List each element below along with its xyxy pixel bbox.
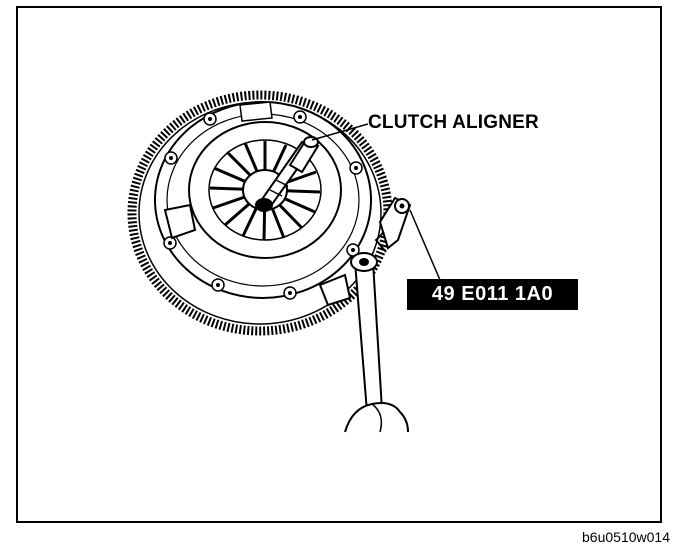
clutch-aligner-label: CLUTCH ALIGNER <box>368 112 539 133</box>
wrench <box>350 252 384 414</box>
figure-id-caption: b6u0510w014 <box>582 529 670 545</box>
figure-frame <box>16 6 662 523</box>
aligner-leader-line <box>311 123 369 141</box>
hand <box>344 402 409 433</box>
tool-number-label: 49 E011 1A0 <box>407 279 578 310</box>
flywheel-lock-tool <box>374 196 412 253</box>
clutch-aligner-tool <box>255 136 320 212</box>
tool-leader-line <box>409 209 441 281</box>
